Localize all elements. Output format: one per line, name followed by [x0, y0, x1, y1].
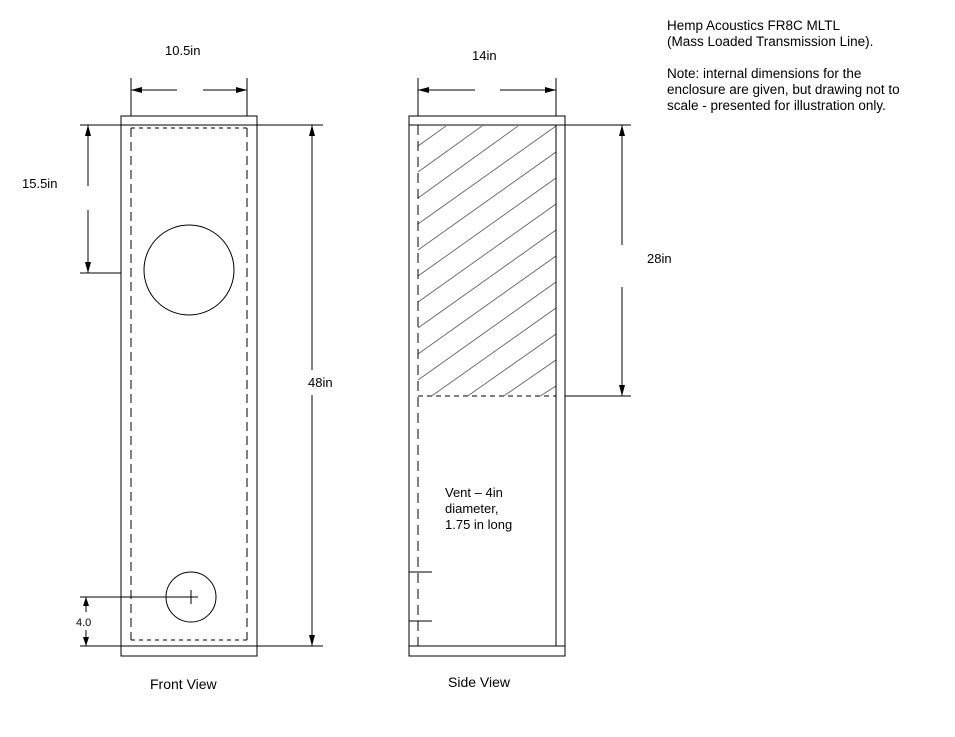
front-view-caption: Front View	[150, 676, 218, 692]
stuffing-hatch	[418, 126, 556, 396]
front-width-arrow-right	[236, 87, 247, 93]
vent-note-line-2: diameter,	[445, 501, 499, 516]
front-height-arrow-top	[309, 125, 315, 136]
drawing-title: Hemp Acoustics FR8C MLTL (Mass Loaded Tr…	[667, 18, 952, 50]
port-offset-arrow-bottom	[83, 637, 89, 646]
front-width-arrow-left	[131, 87, 142, 93]
side-view-caption: Side View	[448, 674, 511, 690]
vent-note-line-3: 1.75 in long	[445, 517, 513, 532]
front-height-arrow-bottom	[309, 635, 315, 646]
front-view	[80, 78, 323, 657]
port-offset-label: 4.0	[76, 617, 91, 629]
driver-offset-arrow-top	[85, 125, 91, 136]
drawing-note-line-3: scale - presented for illustration only.	[667, 98, 886, 113]
drawing-note-line-1: Note: internal dimensions for the	[667, 66, 862, 81]
vent-note-line-1: Vent – 4in	[445, 485, 503, 500]
drawing-note: Note: internal dimensions for the enclos…	[667, 66, 952, 114]
side-width-label: 14in	[472, 48, 497, 63]
side-outer-outline	[408, 115, 566, 657]
header-note: Hemp Acoustics FR8C MLTL (Mass Loaded Tr…	[667, 18, 952, 130]
driver-offset-label: 15.5in	[22, 176, 57, 191]
fill-dim-arrow-bottom	[619, 385, 625, 396]
side-view	[408, 78, 631, 657]
port-offset-arrow-top	[83, 597, 89, 606]
driver-cutout	[143, 224, 235, 316]
front-width-label: 10.5in	[165, 43, 200, 58]
drawing-title-line-2: (Mass Loaded Transmission Line).	[667, 34, 874, 49]
driver-offset-arrow-bottom	[85, 262, 91, 273]
fill-height-label: 28in	[647, 251, 672, 266]
front-outer-outline	[120, 115, 258, 657]
drawing-title-line-1: Hemp Acoustics FR8C MLTL	[667, 18, 841, 33]
drawing-note-line-2: enclosure are given, but drawing not to	[667, 82, 900, 97]
side-width-arrow-left	[418, 87, 429, 93]
side-width-arrow-right	[545, 87, 556, 93]
vent-note: Vent – 4in diameter, 1.75 in long	[445, 485, 512, 533]
front-height-label: 48in	[308, 375, 333, 390]
fill-dim-arrow-top	[619, 125, 625, 136]
